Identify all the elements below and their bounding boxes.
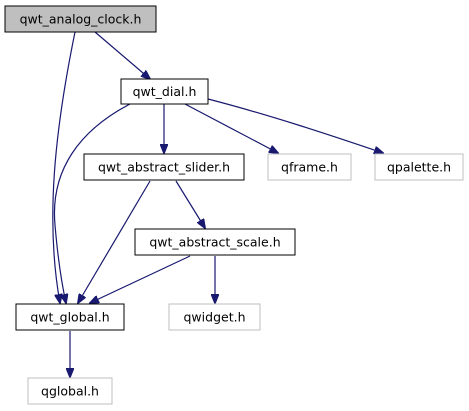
nodes-layer: qwt_analog_clock.h qwt_dial.h qwt_abstra…	[4, 5, 464, 405]
node-box-qwt_abstract_scale	[134, 228, 296, 256]
node-qwt_abstract_scale[interactable]: qwt_abstract_scale.h	[134, 228, 296, 256]
edge-qwt_analog_clock-to-qwt_global	[52, 31, 76, 303]
node-qglobal[interactable]: qglobal.h	[27, 377, 113, 405]
edge-qwt_analog_clock-to-qwt_dial	[94, 31, 150, 79]
node-box-qwt_analog_clock	[4, 5, 157, 33]
node-label-qglobal: qglobal.h	[41, 384, 99, 399]
edges-layer	[52, 31, 383, 377]
node-box-qwt_global	[15, 303, 125, 331]
node-label-qwt_abstract_slider: qwt_abstract_slider.h	[98, 160, 230, 175]
edge-qwt_dial-to-qframe	[184, 103, 278, 153]
node-box-qpalette	[374, 153, 464, 181]
node-label-qframe: qframe.h	[281, 160, 338, 175]
node-box-qwidget	[168, 303, 261, 331]
node-box-qglobal	[27, 377, 113, 405]
edge-qwt_abstract_slider-to-qwt_abstract_scale	[175, 180, 205, 228]
node-qwt_abstract_slider[interactable]: qwt_abstract_slider.h	[83, 153, 245, 181]
node-box-qframe	[267, 153, 352, 181]
node-qwt_dial[interactable]: qwt_dial.h	[120, 78, 209, 105]
node-label-qwt_global: qwt_global.h	[30, 310, 109, 325]
node-qwt_analog_clock[interactable]: qwt_analog_clock.h	[4, 5, 157, 33]
node-label-qwidget: qwidget.h	[184, 310, 246, 325]
node-label-qwt_dial: qwt_dial.h	[133, 84, 197, 99]
node-qwidget[interactable]: qwidget.h	[168, 303, 261, 331]
node-label-qwt_analog_clock: qwt_analog_clock.h	[20, 12, 142, 27]
node-label-qwt_abstract_scale: qwt_abstract_scale.h	[149, 235, 280, 250]
node-box-qwt_dial	[120, 78, 209, 105]
node-qframe[interactable]: qframe.h	[267, 153, 352, 181]
edge-qwt_dial-to-qwt_global	[53, 103, 131, 303]
edge-qwt_abstract_slider-to-qwt_global	[78, 180, 151, 303]
node-qwt_global[interactable]: qwt_global.h	[15, 303, 125, 331]
node-box-qwt_abstract_slider	[83, 153, 245, 181]
edge-qwt_abstract_scale-to-qwt_global	[90, 255, 191, 303]
node-label-qpalette: qpalette.h	[387, 160, 451, 175]
node-qpalette[interactable]: qpalette.h	[374, 153, 464, 181]
edge-qwt_dial-to-qpalette	[207, 98, 383, 153]
